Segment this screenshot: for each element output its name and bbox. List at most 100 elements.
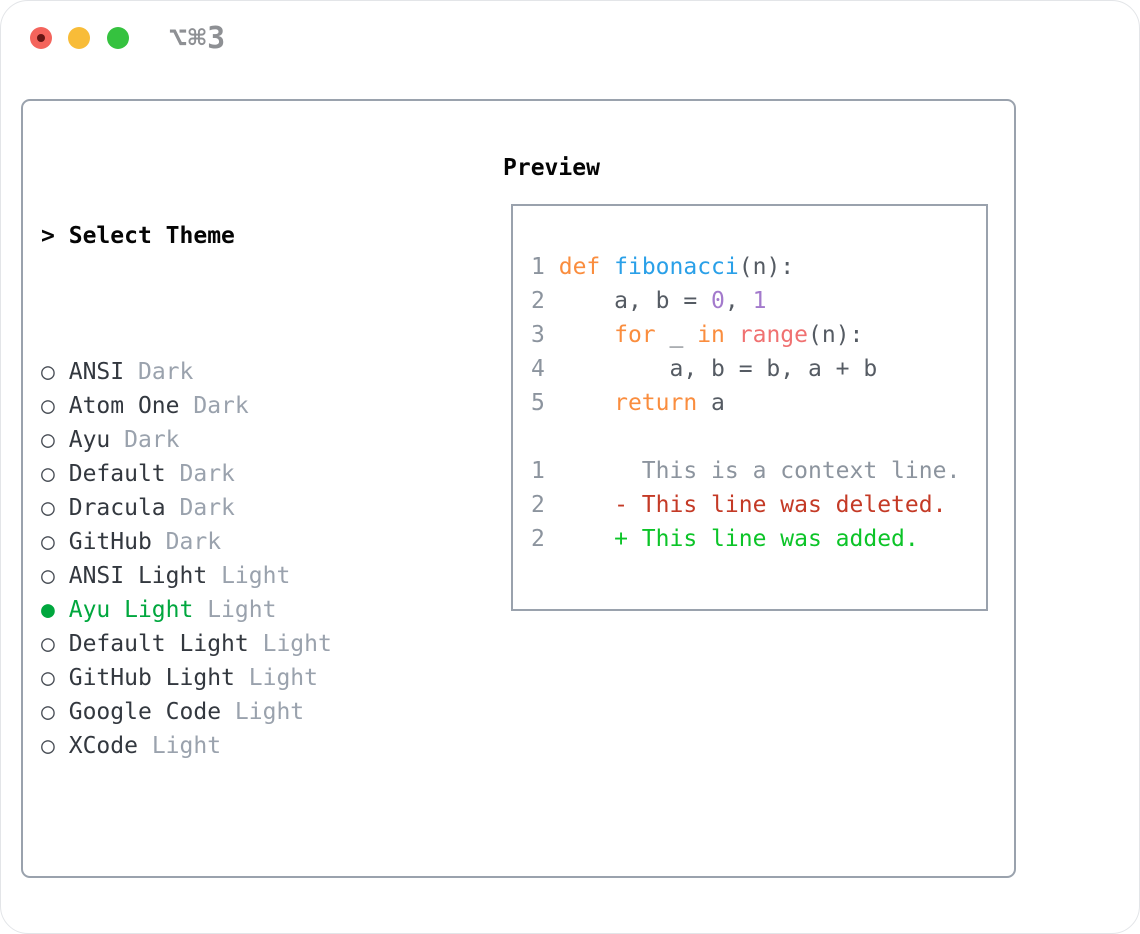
code-token-number: 1 <box>752 288 767 314</box>
theme-name: ANSI <box>68 359 125 385</box>
radio-icon: ○ <box>41 699 55 725</box>
theme-option-default-light[interactable]: ○ Default Light Light <box>41 627 429 661</box>
theme-variant-badge: Light <box>234 699 305 725</box>
close-button[interactable] <box>30 27 52 49</box>
line-number: 2 <box>531 492 545 518</box>
theme-name: GitHub Light <box>68 665 235 691</box>
left-column: > Select Theme ○ ANSI Dark○ Atom One Dar… <box>41 151 429 933</box>
code-line: 5 return a <box>531 386 986 420</box>
line-number: 4 <box>531 356 545 382</box>
radio-selected-icon: ● <box>41 597 55 623</box>
radio-icon: ○ <box>41 427 55 453</box>
theme-name: Atom One <box>68 393 180 419</box>
theme-variant-badge: Light <box>221 563 291 589</box>
zoom-button[interactable] <box>107 27 129 49</box>
minimize-button[interactable] <box>68 27 90 49</box>
code-token-plain: (n): <box>738 254 795 280</box>
titlebar: ⌥⌘3 <box>1 1 1139 71</box>
theme-name: Ayu Light <box>68 597 194 623</box>
theme-name: Google Code <box>68 699 222 725</box>
theme-variant-badge: Light <box>151 733 222 759</box>
code-token-context: This is a context line. <box>558 458 961 484</box>
code-token-plain: a <box>697 390 725 416</box>
radio-icon: ○ <box>41 393 55 419</box>
theme-option-google-code[interactable]: ○ Google Code Light <box>41 695 429 729</box>
code-token-number: 0 <box>711 288 725 314</box>
theme-variant-badge: Dark <box>124 427 180 453</box>
code-line: 2 a, b = 0, 1 <box>531 284 986 318</box>
theme-option-default[interactable]: ○ Default Dark <box>41 457 429 491</box>
theme-option-dracula[interactable]: ○ Dracula Dark <box>41 491 429 525</box>
code-token-plain: a, b = <box>558 288 712 314</box>
radio-icon: ○ <box>41 665 55 691</box>
code-token-plain <box>600 254 614 280</box>
code-line <box>531 420 986 454</box>
line-number: 1 <box>531 254 545 280</box>
code-line: 3 for _ in range(n): <box>531 318 986 352</box>
theme-name: Default Light <box>68 631 249 657</box>
code-token-plain: (n): <box>808 322 864 348</box>
line-number: 2 <box>531 526 545 552</box>
window-shortcut-label: ⌥⌘3 <box>169 21 227 56</box>
theme-variant-badge: Dark <box>193 393 249 419</box>
radio-icon: ○ <box>41 461 55 487</box>
theme-variant-badge: Light <box>248 665 318 691</box>
line-number: 2 <box>531 288 545 314</box>
theme-option-atom-one[interactable]: ○ Atom One Dark <box>41 389 429 423</box>
preview-title: Preview <box>503 155 600 181</box>
theme-picker-panel: > Select Theme ○ ANSI Dark○ Atom One Dar… <box>21 99 1016 878</box>
radio-icon: ○ <box>41 495 55 521</box>
code-token-builtin: range <box>738 322 809 348</box>
code-line: 2 - This line was deleted. <box>531 488 986 522</box>
theme-option-ansi-light[interactable]: ○ ANSI Light Light <box>41 559 429 593</box>
code-token-plain <box>559 322 614 348</box>
code-token-plain <box>725 322 739 348</box>
theme-name: XCode <box>68 733 138 759</box>
theme-option-ayu[interactable]: ○ Ayu Dark <box>41 423 429 457</box>
code-token-plain: _ <box>655 322 698 348</box>
theme-name: GitHub <box>68 529 152 555</box>
theme-option-ayu-light[interactable]: ● Ayu Light Light <box>41 593 429 627</box>
theme-variant-badge: Light <box>262 631 332 657</box>
theme-name: Dracula <box>68 495 166 521</box>
radio-icon: ○ <box>41 359 55 385</box>
radio-icon: ○ <box>41 529 55 555</box>
line-number: 3 <box>531 322 545 348</box>
code-token-function: fibonacci <box>614 254 739 280</box>
code-token-keyword: def <box>558 254 601 280</box>
select-theme-header: > Select Theme <box>41 219 429 253</box>
select-theme-title: Select Theme <box>68 223 235 249</box>
theme-name: Default <box>68 461 166 487</box>
code-token-keyword: for <box>614 322 656 348</box>
theme-variant-badge: Dark <box>179 495 235 521</box>
theme-name: ANSI Light <box>68 563 208 589</box>
radio-icon: ○ <box>41 631 55 657</box>
theme-list: ○ ANSI Dark○ Atom One Dark○ Ayu Dark○ De… <box>41 355 429 763</box>
code-token-deleted: - This line was deleted. <box>558 492 947 518</box>
theme-variant-badge: Dark <box>179 461 235 487</box>
code-line: 1 def fibonacci(n): <box>531 250 986 284</box>
code-token-plain <box>559 390 614 416</box>
code-line: 4 a, b = b, a + b <box>531 352 986 386</box>
theme-option-ansi[interactable]: ○ ANSI Dark <box>41 355 429 389</box>
theme-name: Ayu <box>68 427 111 453</box>
code-token-plain: , <box>724 288 753 314</box>
line-number: 5 <box>531 390 545 416</box>
focus-pointer-icon: > <box>41 223 55 249</box>
theme-option-github-light[interactable]: ○ GitHub Light Light <box>41 661 429 695</box>
code-token-keyword: in <box>697 322 725 348</box>
code-token-keyword: return <box>614 390 698 416</box>
close-dot-icon <box>37 34 45 42</box>
theme-option-github[interactable]: ○ GitHub Dark <box>41 525 429 559</box>
theme-variant-badge: Light <box>207 597 277 623</box>
radio-icon: ○ <box>41 733 55 759</box>
code-token-added: + This line was added. <box>558 526 919 552</box>
theme-variant-badge: Dark <box>165 529 222 555</box>
line-number: 1 <box>531 458 545 484</box>
theme-variant-badge: Dark <box>137 359 194 385</box>
code-line: 1 This is a context line. <box>531 454 986 488</box>
theme-option-xcode[interactable]: ○ XCode Light <box>41 729 429 763</box>
radio-icon: ○ <box>41 563 55 589</box>
